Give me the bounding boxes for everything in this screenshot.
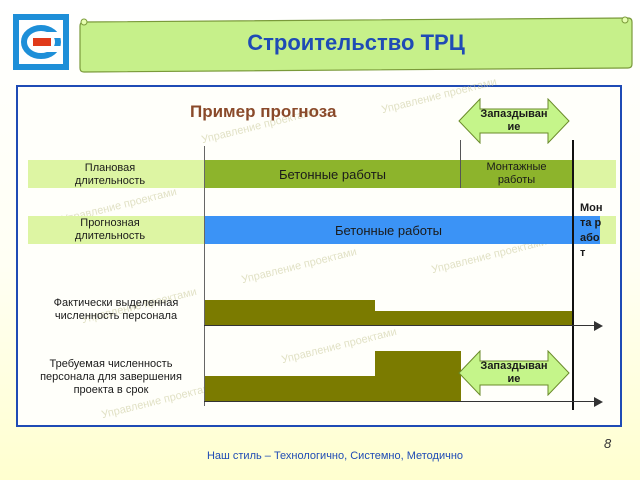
forecast-duration-label: Прогнозная длительность [74, 217, 146, 242]
actual-staff-arrowhead [594, 321, 603, 331]
actual-staff-label: Фактически выделенная численность персон… [53, 297, 179, 322]
delay-arrow-bottom: Запаздывание [458, 349, 570, 397]
concrete-forecast-bar: Бетонные работы [205, 216, 572, 244]
timeline-start-line [204, 146, 205, 406]
required-staff-label: Требуемая численность персонала для заве… [40, 358, 182, 396]
installation-planned-bar: Монтажные работы [461, 160, 572, 188]
installation-forecast-label: Монта работ [580, 202, 603, 259]
slide-subtitle: Пример прогноза [190, 102, 337, 121]
page-number: 8 [604, 436, 612, 451]
required-staff-bar-1 [205, 376, 375, 401]
required-staff-bar-2 [375, 351, 461, 401]
required-staff-arrowhead [594, 397, 603, 407]
company-logo [13, 14, 69, 70]
delay-bottom-label: Запаздывание [480, 360, 548, 385]
deadline-line [572, 140, 574, 410]
footer-tagline: Наш стиль – Технологично, Системно, Мето… [206, 450, 464, 462]
actual-staff-baseline [204, 325, 598, 326]
delay-arrow-top: Запаздывание [458, 97, 570, 145]
installation-planned-label: Монтажные работы [486, 161, 547, 186]
required-staff-baseline [204, 401, 598, 402]
planned-divider [460, 140, 461, 188]
planned-duration-label: Плановая длительность [74, 162, 146, 187]
actual-staff-bar-1 [205, 300, 375, 325]
concrete-forecast-label: Бетонные работы [334, 222, 443, 238]
concrete-planned-bar: Бетонные работы [205, 160, 460, 188]
actual-staff-bar-2 [375, 311, 572, 325]
installation-forecast-bar [574, 216, 600, 244]
title-banner: Строительство ТРЦ [78, 8, 634, 76]
concrete-planned-label: Бетонные работы [278, 166, 387, 182]
page-title: Строительство ТРЦ [247, 30, 465, 55]
delay-top-label: Запаздывание [480, 108, 548, 133]
